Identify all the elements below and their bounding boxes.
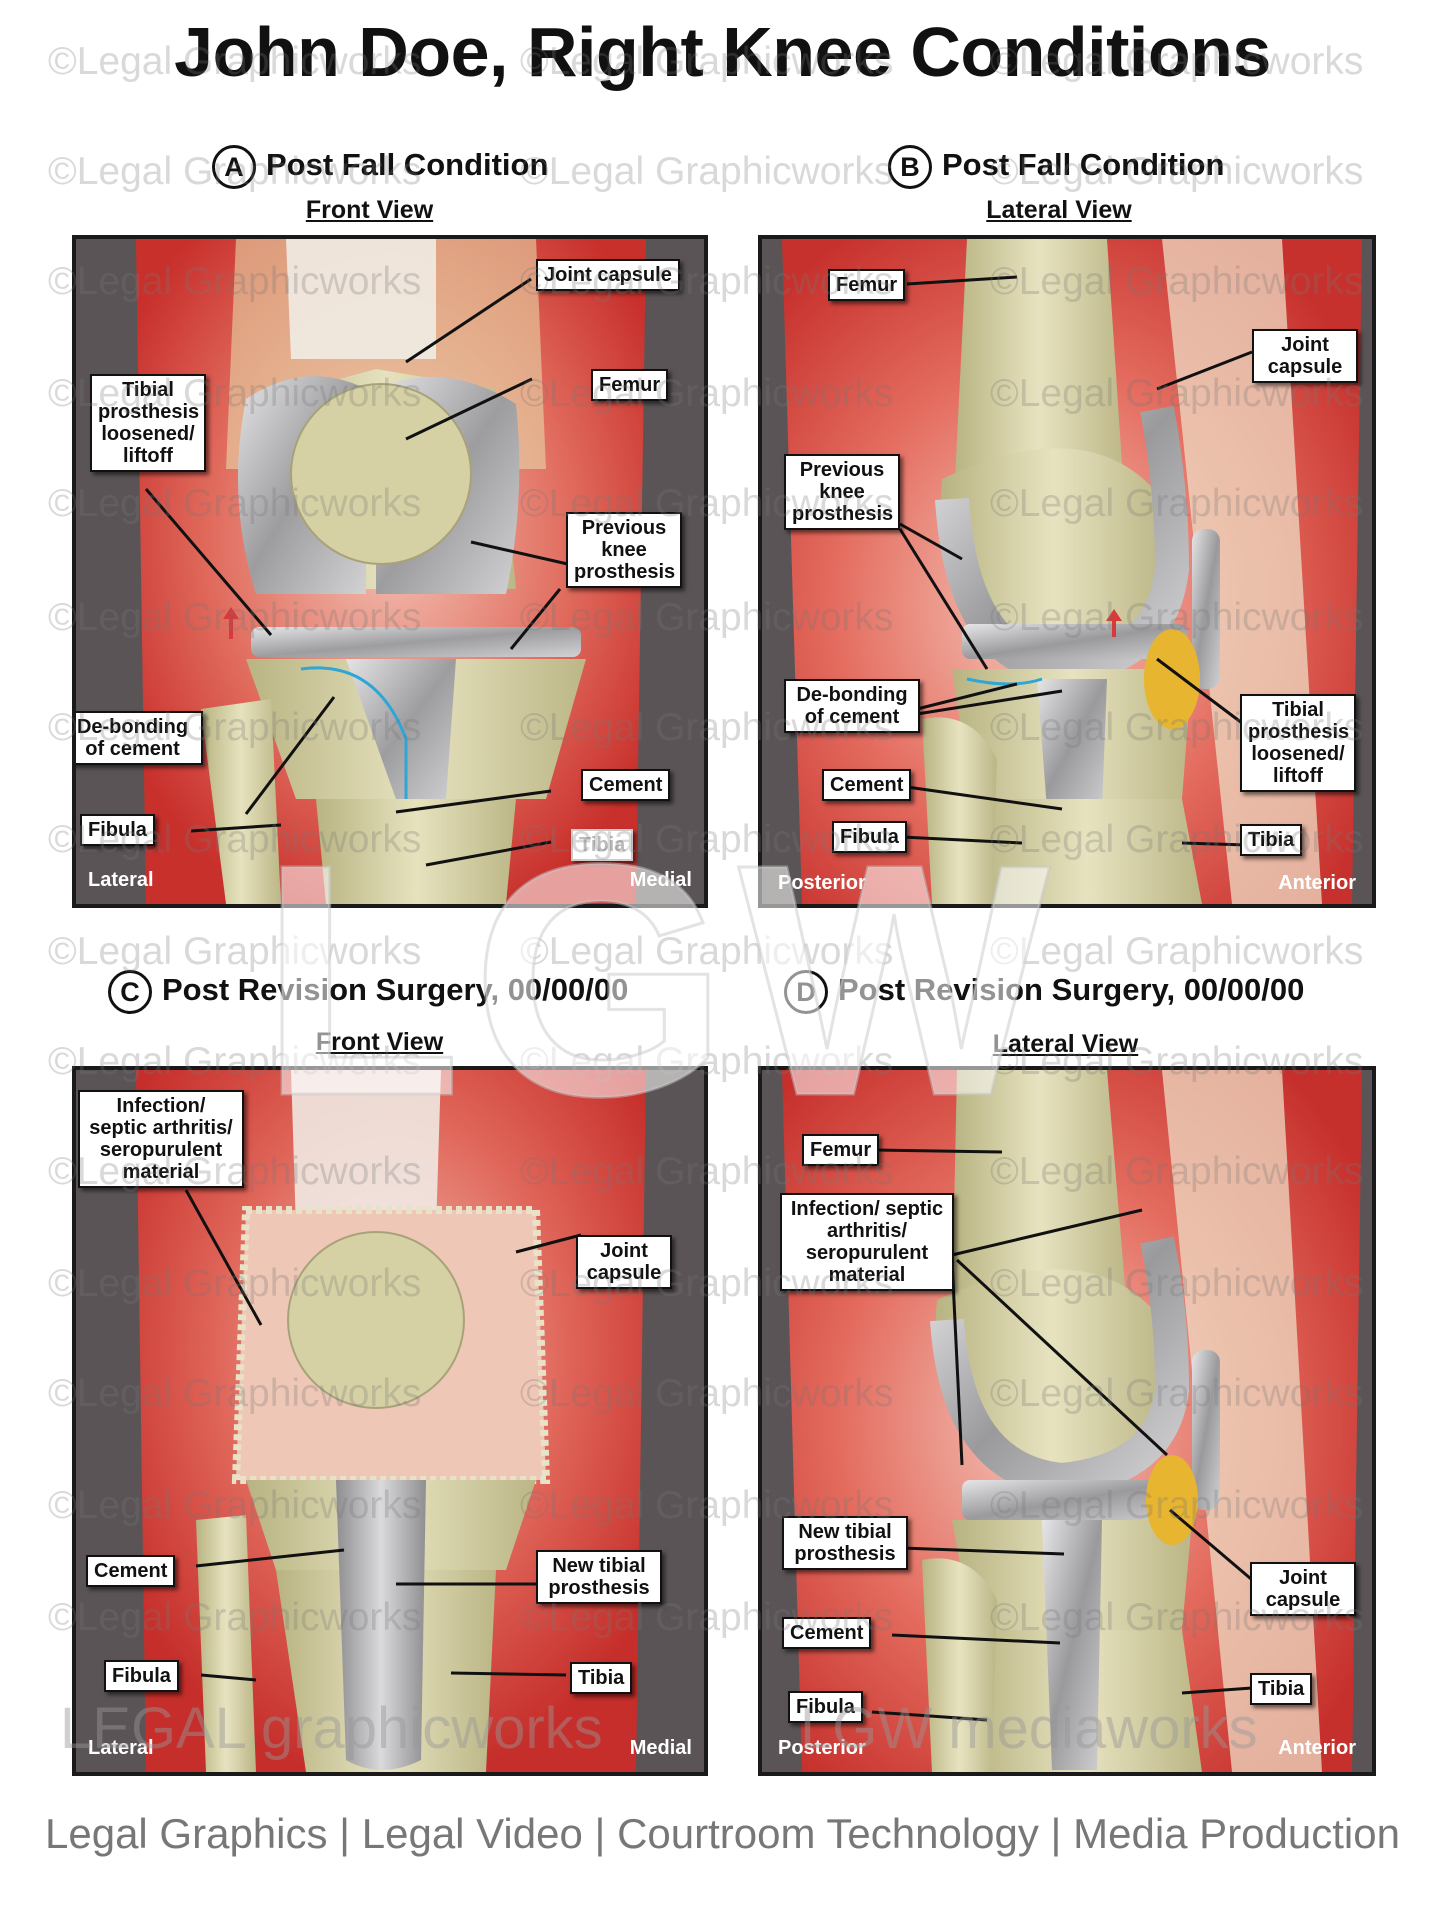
panel-a: Joint capsule Femur Tibial prosthesis lo…	[72, 235, 708, 908]
label-joint-capsule: Joint capsule	[576, 1235, 672, 1289]
label-fibula: Fibula	[832, 821, 907, 853]
corner-left: Posterior	[778, 872, 866, 894]
panel-a-view: Front View	[305, 196, 434, 224]
label-cement: Cement	[782, 1617, 872, 1649]
corner-left: Lateral	[88, 1737, 154, 1759]
panel-a-illustration	[136, 239, 646, 904]
panel-d-illustration	[782, 1070, 1362, 1772]
label-joint-capsule: Joint capsule	[1250, 1562, 1356, 1616]
corner-right: Anterior	[1278, 1737, 1356, 1759]
panel-c-title-text: Post Revision Surgery, 00/00/00	[162, 972, 629, 1008]
watermark-lgw-mediaworks: LGW mediaworks	[800, 1696, 1258, 1761]
panel-b-title: B Post Fall Condition	[888, 145, 1224, 189]
panel-c-letter: C	[108, 970, 152, 1014]
panel-b-letter: B	[888, 145, 932, 189]
corner-right: Medial	[629, 1737, 692, 1759]
label-previous-prosthesis: Previous knee prosthesis	[784, 454, 900, 530]
label-tibia: Tibia	[570, 1662, 633, 1694]
panel-c-view: Front View	[315, 1028, 444, 1056]
label-joint-capsule: Joint capsule	[1252, 329, 1358, 383]
corner-left: Lateral	[88, 869, 154, 891]
label-cement: Cement	[822, 769, 912, 801]
label-fibula: Fibula	[104, 1660, 179, 1692]
corner-right: Anterior	[1278, 872, 1356, 894]
panel-d-view: Lateral View	[992, 1030, 1139, 1058]
label-femur: Femur	[828, 269, 906, 301]
corner-right: Medial	[629, 869, 692, 891]
label-tibia: Tibia	[1250, 1673, 1313, 1705]
label-cement: Cement	[86, 1555, 176, 1587]
panel-d: Femur Infection/ septic arthritis/ serop…	[758, 1066, 1376, 1776]
panel-c-illustration	[136, 1070, 646, 1772]
panel-c-title: C Post Revision Surgery, 00/00/00	[108, 970, 628, 1014]
panel-d-title: D Post Revision Surgery, 00/00/00	[784, 970, 1304, 1014]
watermark-text: ©Legal Graphicworks	[520, 150, 894, 193]
label-infection: Infection/ septic arthritis/ seropurulen…	[780, 1193, 954, 1291]
panel-d-letter: D	[784, 970, 828, 1014]
label-debonding: De-bonding of cement	[784, 679, 920, 733]
label-new-tibial: New tibial prosthesis	[782, 1516, 908, 1570]
label-tibia: Tibia	[571, 829, 634, 861]
label-tibial-prosthesis: Tibial prosthesis loosened/ liftoff	[90, 374, 206, 472]
corner-left: Posterior	[778, 1737, 866, 1759]
label-cement: Cement	[581, 769, 671, 801]
label-fibula: Fibula	[788, 1691, 863, 1723]
panel-c: Infection/ septic arthritis/ seropurulen…	[72, 1066, 708, 1776]
page-title: John Doe, Right Knee Conditions	[174, 13, 1271, 91]
panel-a-letter: A	[212, 145, 256, 189]
label-previous-prosthesis: Previous knee prosthesis	[566, 512, 682, 588]
label-femur: Femur	[591, 369, 669, 401]
label-infection: Infection/ septic arthritis/ seropurulen…	[78, 1090, 244, 1188]
footer-services: Legal Graphics | Legal Video | Courtroom…	[45, 1810, 1400, 1857]
label-tibia: Tibia	[1240, 824, 1303, 856]
label-femur: Femur	[802, 1134, 880, 1166]
label-debonding: De-bonding of cement	[76, 711, 203, 765]
watermark-legal-graphicworks: LEGAL graphicworks	[60, 1696, 603, 1761]
label-joint-capsule: Joint capsule	[536, 259, 680, 291]
label-fibula: Fibula	[80, 814, 155, 846]
panel-b-title-text: Post Fall Condition	[942, 147, 1225, 183]
label-new-tibial: New tibial prosthesis	[536, 1550, 662, 1604]
panel-b-view: Lateral View	[986, 196, 1132, 224]
panel-a-title-text: Post Fall Condition	[266, 147, 549, 183]
panel-d-title-text: Post Revision Surgery, 00/00/00	[838, 972, 1305, 1008]
watermark-lgw-logo: LGW	[259, 794, 1060, 1166]
panel-a-title: A Post Fall Condition	[212, 145, 548, 189]
panel-b: Femur Joint capsule Previous knee prosth…	[758, 235, 1376, 908]
label-tibial-prosthesis: Tibial prosthesis loosened/ liftoff	[1240, 694, 1356, 792]
